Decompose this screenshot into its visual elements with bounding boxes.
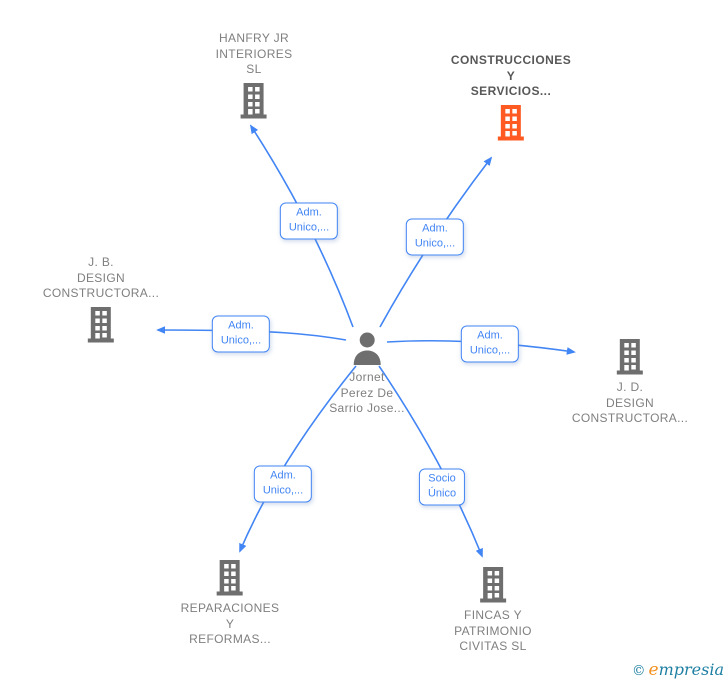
node-fincas-y-patrimonio-civitas[interactable]: FINCAS Y PATRIMONIO CIVITAS SL — [454, 567, 532, 655]
person-icon — [353, 332, 381, 365]
building-icon — [216, 560, 243, 596]
company-name: CONSTRUCCIONES Y SERVICIOS... — [450, 53, 572, 98]
edge-label-adm-unico-jb[interactable]: Adm. Unico,... — [211, 315, 271, 353]
building-icon — [241, 82, 267, 118]
node-jd-design-constructora[interactable]: J. D. DESIGN CONSTRUCTORA... — [572, 339, 688, 427]
node-hanfry-jr-interiores[interactable]: HANFRY JR INTERIORES SL — [216, 31, 293, 119]
edge-label-adm-unico-construcciones[interactable]: Adm. Unico,... — [405, 218, 465, 256]
empresia-logo: ©empresia — [632, 660, 724, 680]
person-name: Jornet Perez De Sarrio Jose... — [329, 370, 405, 415]
brand-name: mpresia — [658, 660, 724, 679]
edge-person-to-reparaciones — [239, 365, 357, 553]
edge-person-to-jb — [156, 326, 347, 341]
copyright-icon: © — [632, 663, 646, 679]
edge-label-socio-unico-fincas[interactable]: Socio Único — [418, 468, 466, 506]
edge-label-adm-unico-jd[interactable]: Adm. Unico,... — [460, 325, 520, 363]
company-name: REPARACIONES Y REFORMAS... — [180, 601, 280, 646]
company-name: J. D. DESIGN CONSTRUCTORA... — [571, 380, 689, 425]
edge-person-to-fincas — [378, 365, 483, 558]
node-reparaciones-y-reformas[interactable]: REPARACIONES Y REFORMAS... — [181, 560, 280, 648]
building-icon — [498, 104, 524, 140]
node-person-jornet-perez[interactable]: Jornet Perez De Sarrio Jose... — [329, 332, 405, 417]
building-icon — [617, 339, 643, 375]
company-name: FINCAS Y PATRIMONIO CIVITAS SL — [454, 608, 532, 653]
node-jb-design-constructora[interactable]: J. B. DESIGN CONSTRUCTORA... — [43, 255, 159, 343]
building-icon — [88, 306, 114, 342]
node-construcciones-y-servicios[interactable]: CONSTRUCCIONES Y SERVICIOS... — [451, 53, 571, 141]
edge-label-adm-unico-hanfry[interactable]: Adm. Unico,... — [279, 202, 339, 240]
brand-initial: e — [648, 660, 659, 680]
company-name: HANFRY JR INTERIORES SL — [215, 31, 293, 76]
edge-label-adm-unico-reparaciones[interactable]: Adm. Unico,... — [253, 465, 313, 503]
company-name: J. B. DESIGN CONSTRUCTORA... — [42, 255, 160, 300]
building-icon — [479, 567, 506, 603]
